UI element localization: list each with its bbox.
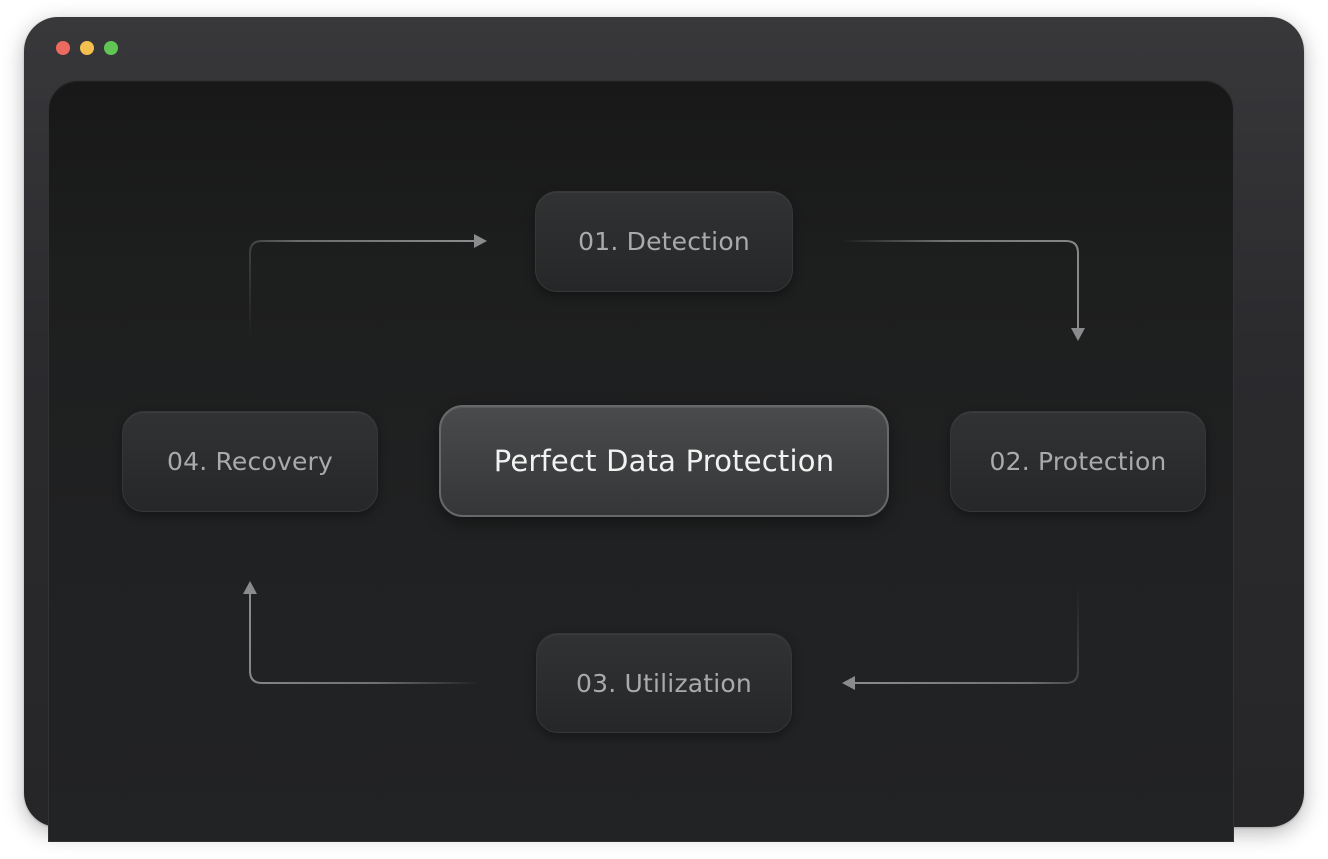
arrowhead-up-icon — [243, 581, 257, 594]
arrow-detection-to-protection — [842, 240, 1079, 328]
maximize-window-button[interactable] — [104, 41, 118, 55]
step-recovery[interactable]: 04. Recovery — [122, 411, 378, 512]
close-window-button[interactable] — [56, 41, 70, 55]
window-controls — [56, 41, 118, 55]
step-protection[interactable]: 02. Protection — [950, 411, 1206, 512]
step-detection[interactable]: 01. Detection — [535, 191, 793, 292]
arrowhead-left-icon — [842, 676, 855, 690]
arrow-utilization-to-recovery — [249, 594, 480, 684]
center-title: Perfect Data Protection — [439, 405, 889, 517]
arrowhead-down-icon — [1071, 328, 1085, 341]
minimize-window-button[interactable] — [80, 41, 94, 55]
arrow-protection-to-utilization — [855, 585, 1079, 684]
step-utilization[interactable]: 03. Utilization — [536, 633, 792, 733]
arrow-recovery-to-detection — [249, 240, 474, 340]
arrowhead-right-icon — [474, 234, 487, 248]
